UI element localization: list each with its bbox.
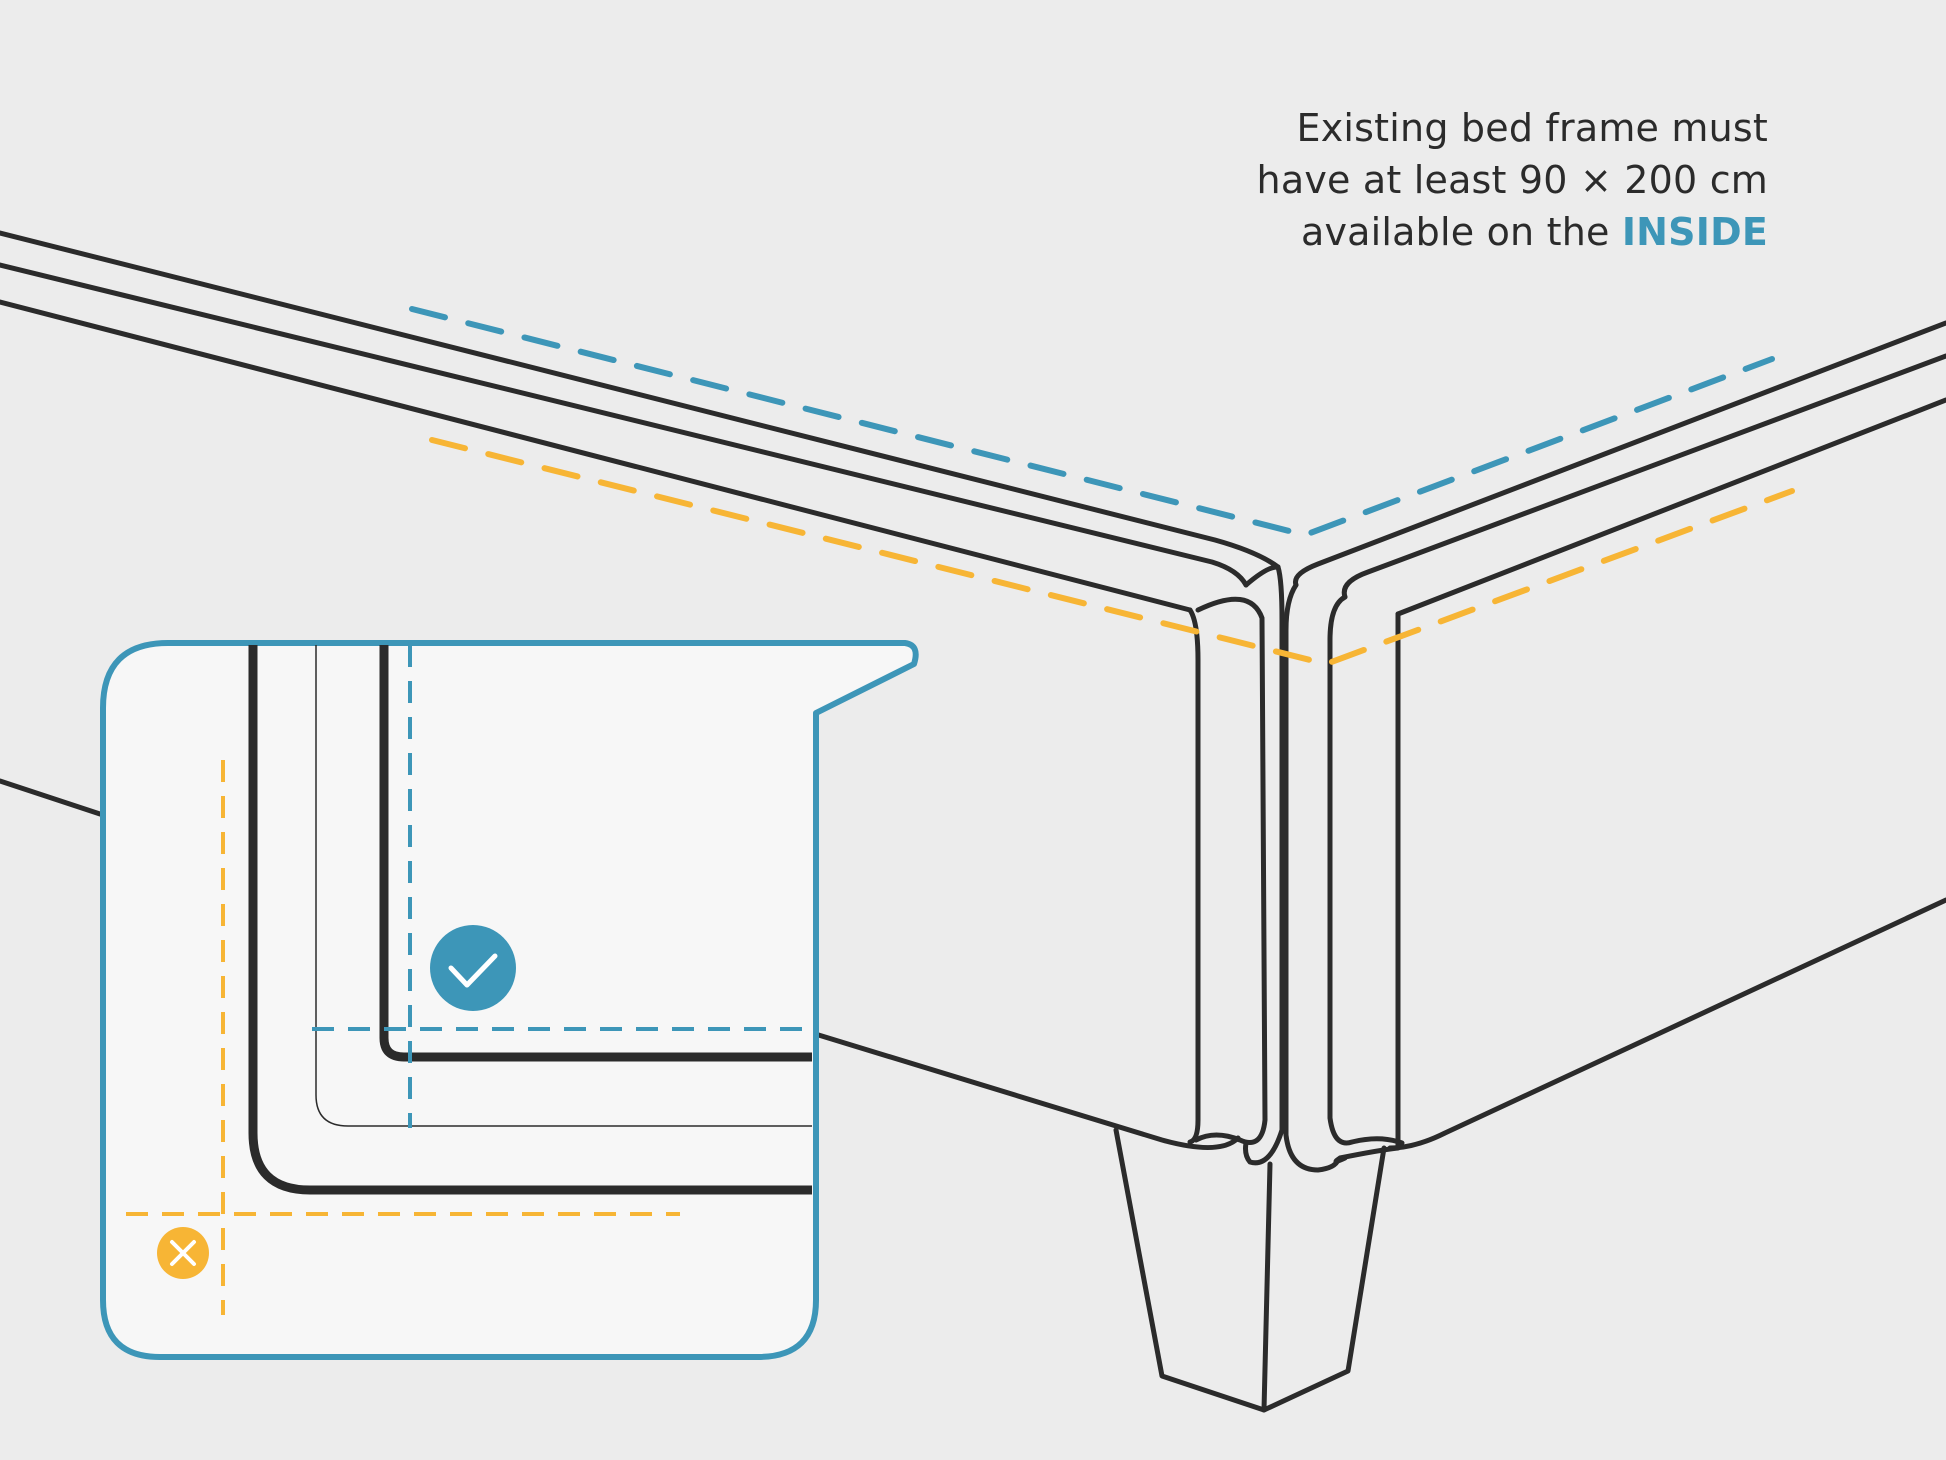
right-bottom-edge [1387,897,1946,1151]
left-corner-inner [1193,596,1268,1145]
right-rail-middle [1341,353,1946,600]
inset-inner-rail [379,645,812,1062]
inset-callout [100,640,919,1360]
left-bottom-edge [0,778,103,817]
left-rail-top [0,230,1281,570]
bed-leg [1113,1127,1387,1413]
inset-frame [100,640,919,1360]
left-rail-bottom [0,299,1193,613]
check-circle-icon [430,925,516,1011]
right-corner-fold [1283,582,1341,1173]
caption-line-3: available on the INSIDE [1068,206,1768,258]
inside-dashed-line [409,306,1775,539]
left-corner-panel [1187,607,1201,1145]
caption-line-3-prefix: available on the [1300,210,1622,254]
x-circle-icon [157,1227,209,1279]
outside-dashed-line [429,437,1795,668]
left-corner-fold [1243,564,1285,1166]
caption-line-2: have at least 90 × 200 cm [1256,158,1768,202]
right-rail-bottom [1395,397,1946,617]
inset-outer-rail [248,645,812,1195]
right-rail-top [1292,320,1946,588]
inside-highlight: INSIDE [1621,210,1768,254]
inset-thin-rail [315,645,812,1127]
right-corner-panel [1333,611,1401,1164]
bed-leg-edge [1261,1161,1273,1413]
caption-line-1: Existing bed frame must [1296,106,1768,150]
left-bottom-edge-front [809,1030,1241,1150]
left-rail-middle [0,262,1249,588]
right-corner-inner [1327,594,1405,1146]
frame-requirement-caption: Existing bed frame must have at least 90… [1068,102,1768,258]
